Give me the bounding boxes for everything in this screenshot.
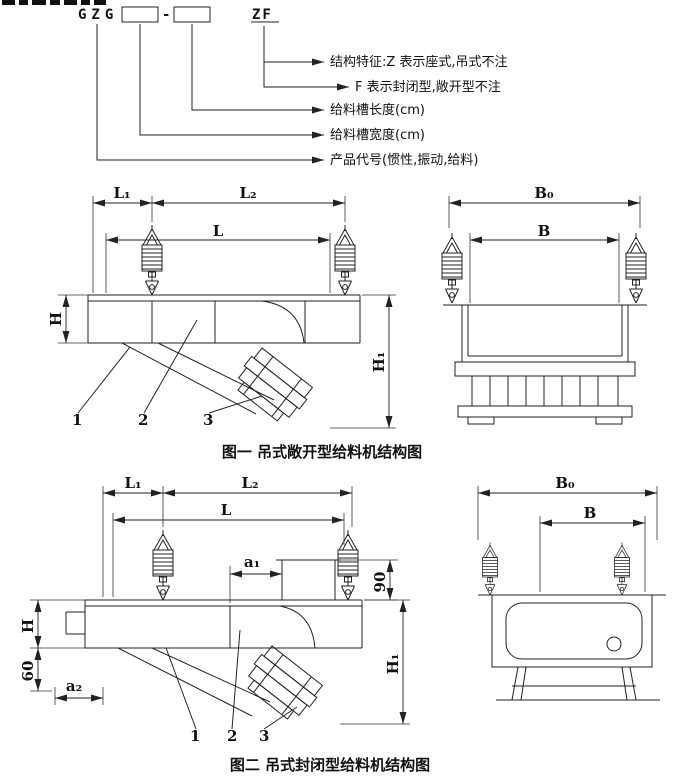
- model-code-prefix: GZG: [78, 7, 118, 23]
- figure1-part-labels: 1 2 3: [72, 319, 263, 429]
- leader-structure-feature-2: [263, 62, 349, 91]
- spring-hanger: [141, 224, 163, 296]
- dim-label-90-fig2: 90: [371, 572, 389, 593]
- dim-label-a2-fig2: a₂: [66, 677, 82, 695]
- part-label-1: 1: [190, 727, 200, 745]
- figure2-end-dimensions: B₀ B: [477, 474, 658, 592]
- dim-label-l1-fig1: L₁: [113, 184, 130, 202]
- dim-label-l1-fig2: L₁: [124, 474, 141, 492]
- annotation-trough-width: 给料槽宽度(cm): [330, 127, 425, 143]
- annotation-trough-length: 给料槽长度(cm): [330, 102, 425, 118]
- part-label-3: 3: [203, 411, 213, 429]
- figure1-open-type: L₁ L₂ L H H₁: [47, 184, 647, 461]
- leader-product-code: [96, 24, 324, 164]
- figure2-side-dimensions: L₁ L₂ L a₁ 90 H 60 a₂: [19, 474, 410, 725]
- dim-label-60-fig2: 60: [19, 661, 37, 682]
- model-code-dash: -: [162, 7, 172, 23]
- part-label-2: 2: [138, 411, 148, 429]
- spring-hanger: [334, 224, 356, 296]
- annotation-structure-feature: 结构特征:Z 表示座式,吊式不注: [330, 55, 508, 70]
- dim-label-l-fig2: L: [221, 501, 232, 519]
- cropped-text-fragment: [2, 0, 106, 5]
- spring-hanger: [441, 232, 463, 304]
- spring-hanger: [614, 542, 630, 596]
- dim-label-h-fig1: H: [47, 312, 65, 326]
- dim-label-h1-fig2: H₁: [384, 654, 402, 675]
- figure1-end-dimensions: B₀ B: [448, 184, 641, 303]
- model-code-section: GZG - ZF 结构特征:Z 表示座式,吊式不注 F 表示封闭型,敞开型不注 …: [78, 6, 508, 168]
- figure1-end-view-trough: [443, 304, 647, 425]
- figure2-closed-type: L₁ L₂ L a₁ 90 H 60 a₂: [19, 474, 666, 774]
- figure2-caption: 图二 吊式封闭型给料机结构图: [230, 756, 430, 774]
- dim-label-l2-fig1: L₂: [239, 184, 256, 202]
- dim-label-b0-fig1: B₀: [534, 184, 554, 202]
- figure2-end-view-trough: [478, 594, 666, 701]
- leader-structure-feature: [263, 26, 324, 66]
- spring-hanger: [482, 542, 498, 596]
- figure2-part-labels: 1 2 3: [165, 629, 298, 745]
- leader-trough-width: [139, 24, 324, 139]
- figure1-side-view-trough: [87, 294, 361, 415]
- figure2-side-view-trough: [65, 559, 363, 717]
- vibration-exciter: [229, 345, 316, 428]
- dim-label-b-fig2: B: [584, 504, 597, 522]
- dim-label-l-fig1: L: [213, 222, 224, 240]
- spring-hanger: [625, 232, 647, 304]
- annotation-structure-feature-2: F 表示封闭型,敞开型不注: [355, 79, 501, 95]
- dim-label-a1-fig2: a₁: [244, 553, 260, 571]
- spring-hanger: [152, 529, 174, 601]
- part-label-2: 2: [227, 727, 237, 745]
- dim-label-h1-fig1: H₁: [370, 352, 388, 373]
- part-label-3: 3: [259, 727, 269, 745]
- dim-label-l2-fig2: L₂: [241, 474, 258, 492]
- figure1-side-dimensions: L₁ L₂ L H H₁: [47, 184, 396, 429]
- figure1-caption: 图一 吊式敞开型给料机结构图: [222, 443, 422, 461]
- model-code-suffix: ZF: [252, 7, 273, 23]
- model-code-length-box: [173, 6, 211, 23]
- dim-label-h-fig2: H: [19, 619, 37, 633]
- model-code-width-box: [121, 6, 159, 23]
- leader-trough-length: [191, 24, 324, 114]
- part-label-1: 1: [72, 411, 82, 429]
- spring-hanger: [337, 529, 359, 601]
- dim-label-b0-fig2: B₀: [555, 474, 575, 492]
- annotation-product-code: 产品代号(惯性,振动,给料): [330, 152, 478, 168]
- vibration-exciter: [239, 643, 326, 726]
- dim-label-b-fig1: B: [538, 222, 551, 240]
